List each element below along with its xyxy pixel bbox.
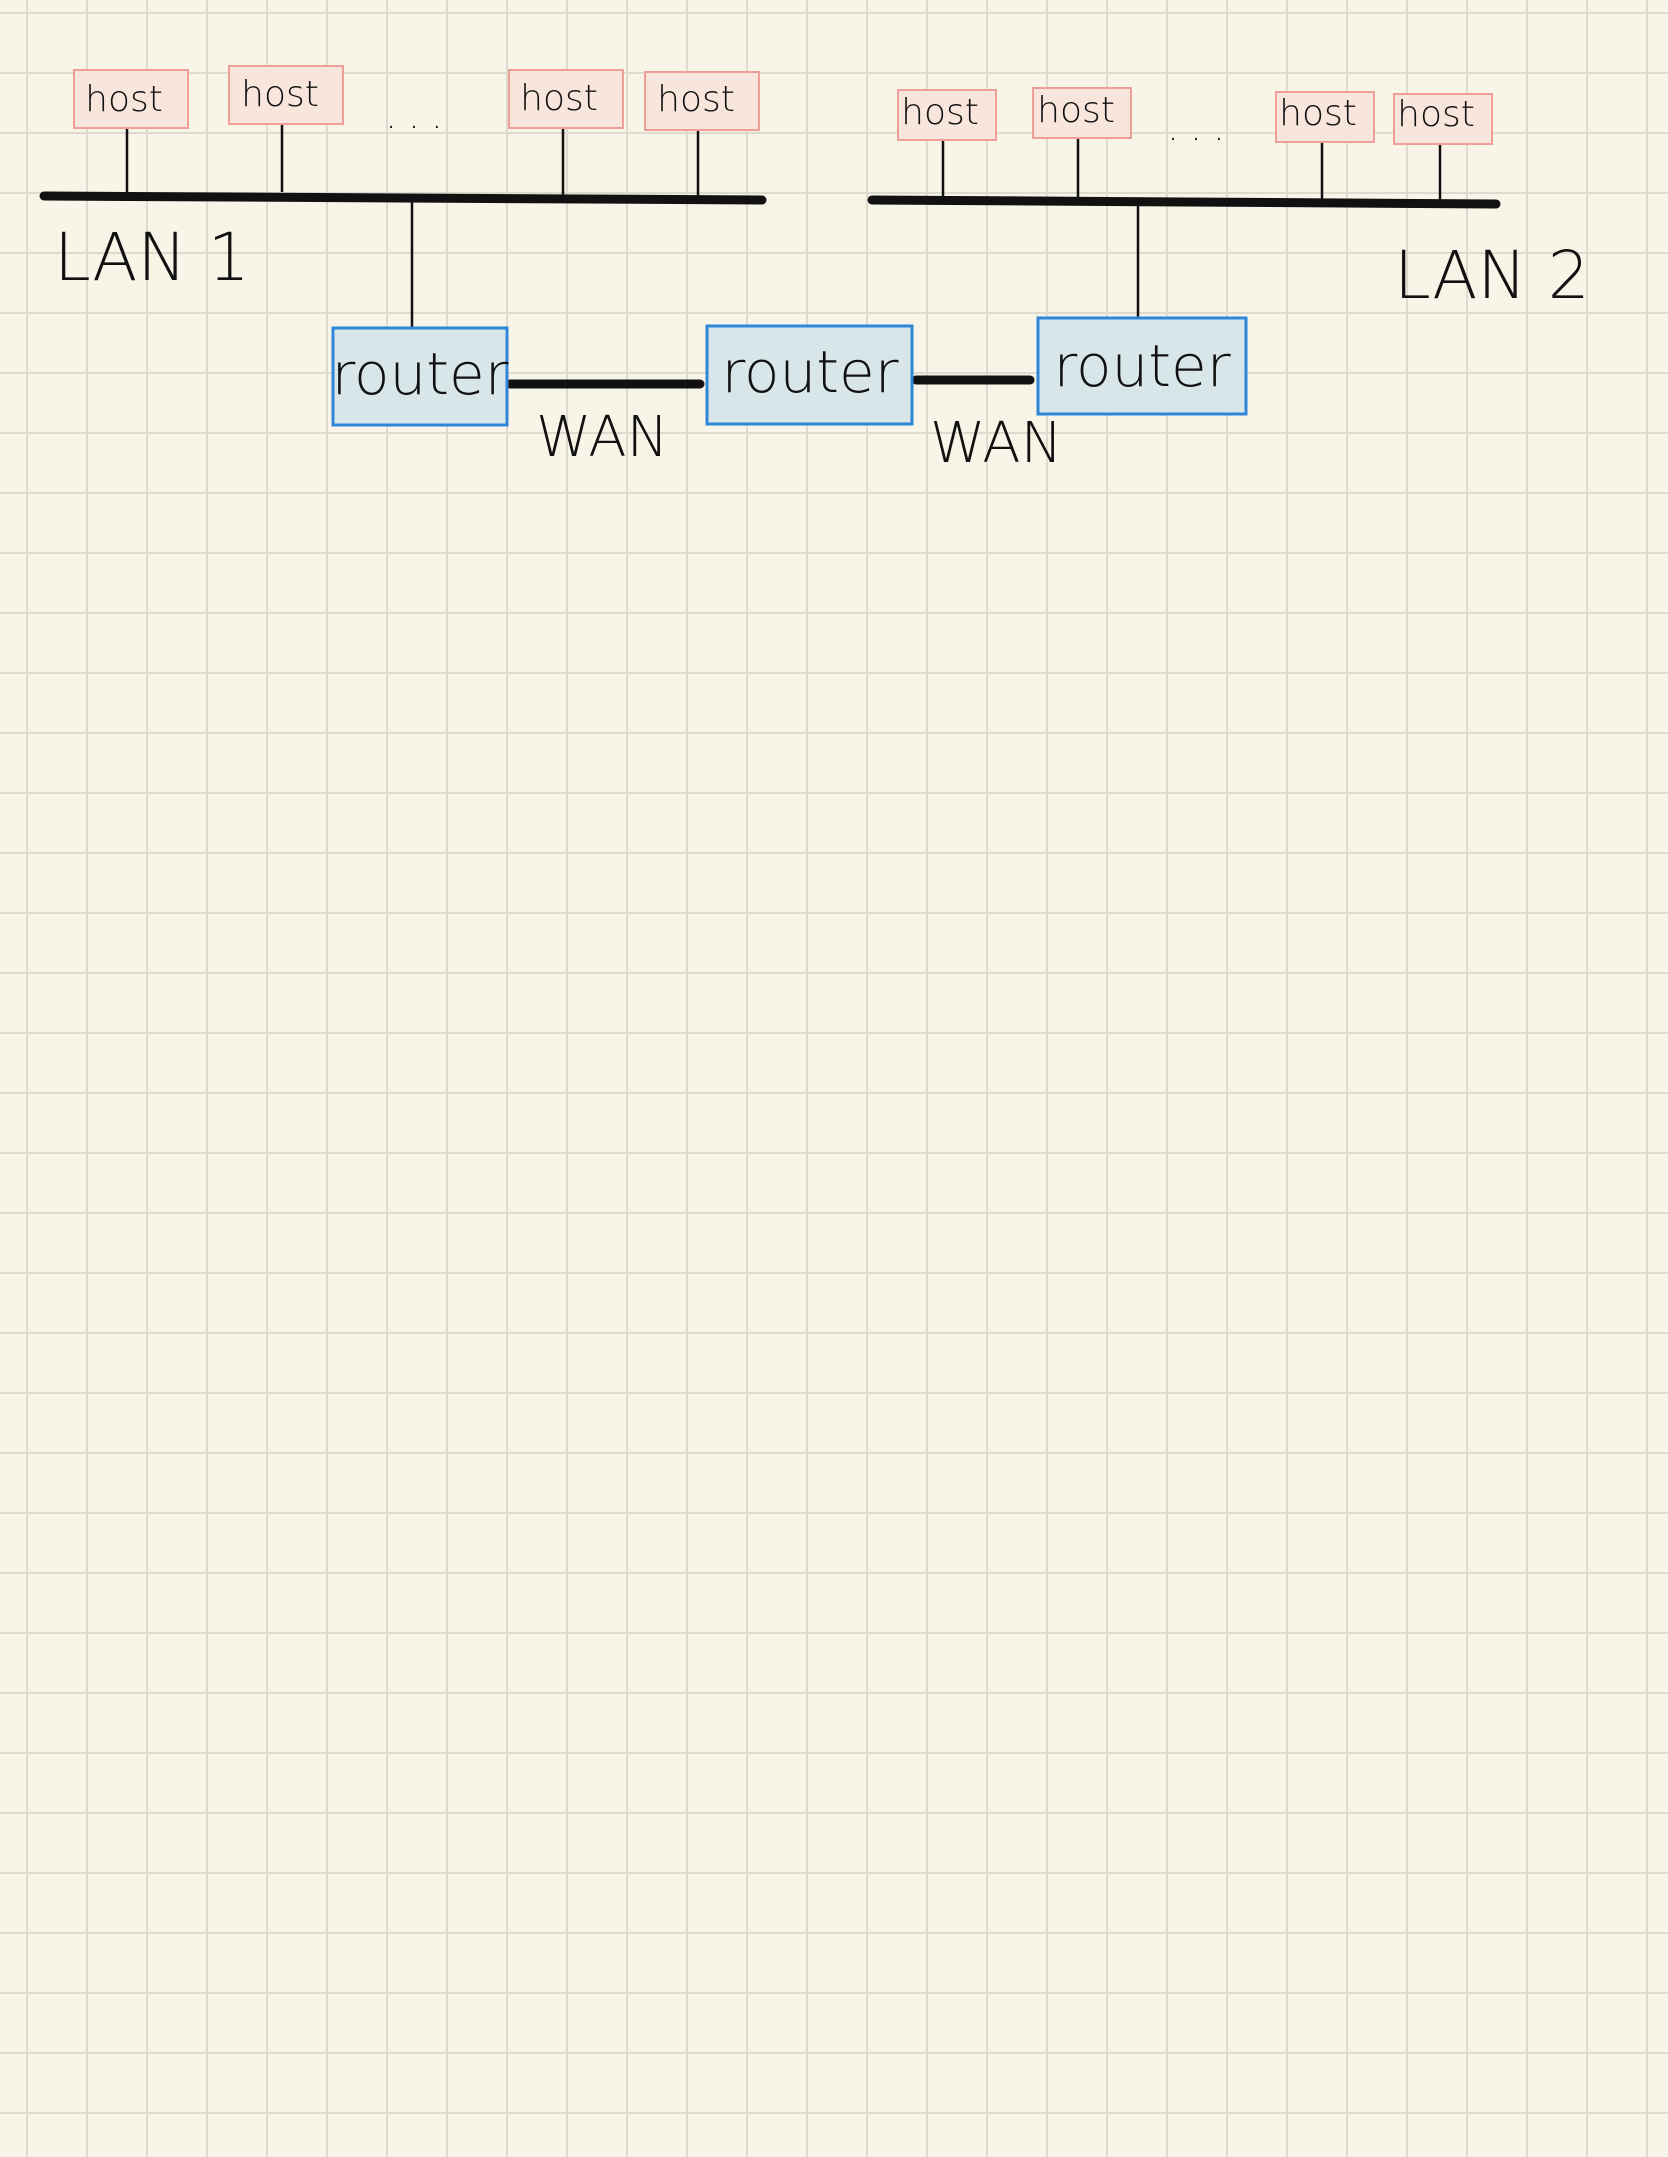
host-label: host xyxy=(1397,94,1475,135)
lan1-label: LAN 1 xyxy=(54,219,250,296)
lan1-host-3: host xyxy=(508,69,624,129)
host-label: host xyxy=(520,78,598,119)
wan-label-2: WAN xyxy=(930,411,1063,476)
router-label: router xyxy=(331,340,508,408)
lan2-host-2: host xyxy=(1032,87,1132,139)
host-label: host xyxy=(85,79,163,120)
lan2-host-4: host xyxy=(1393,93,1493,145)
router-1: router xyxy=(331,326,509,427)
router-2: router xyxy=(705,324,914,426)
lan1-bus xyxy=(39,191,767,205)
router-3: router xyxy=(1036,316,1248,416)
router-label: router xyxy=(1053,332,1230,400)
lan2-ellipsis: . . . xyxy=(1167,108,1224,149)
host-label: host xyxy=(241,74,319,115)
router-label: router xyxy=(721,338,898,406)
lan1-host-1: host xyxy=(73,69,189,129)
host-label: host xyxy=(657,79,735,120)
host-label: host xyxy=(1037,90,1115,131)
wan-label-1: WAN xyxy=(536,405,669,470)
lan1-host-4: host xyxy=(644,71,760,131)
lan2-host-1: host xyxy=(897,89,997,141)
lan2-bus xyxy=(867,195,1501,209)
lan2-label: LAN 2 xyxy=(1394,237,1590,314)
host-label: host xyxy=(901,92,979,133)
host-label: host xyxy=(1279,93,1357,134)
lan1-ellipsis: . . . xyxy=(385,96,442,137)
lan1-host-2: host xyxy=(228,65,344,125)
lan2-host-3: host xyxy=(1275,91,1375,143)
